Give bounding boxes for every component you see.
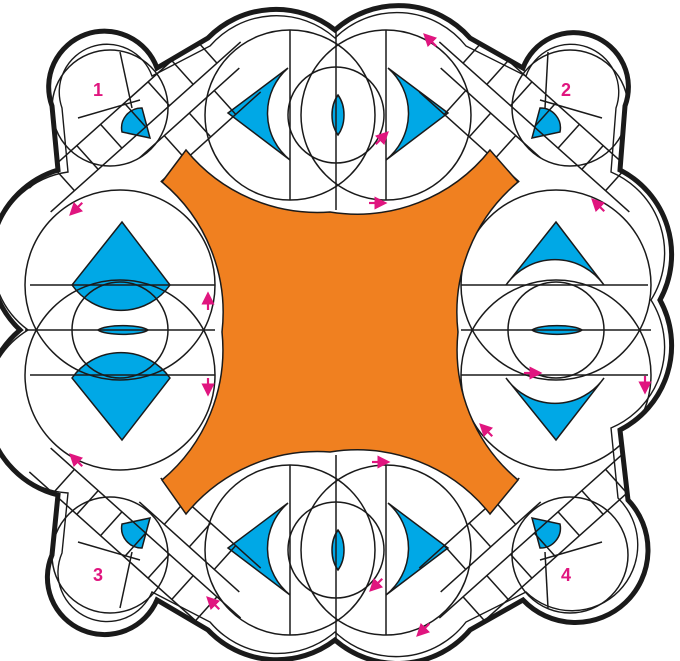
corner-label-3: 3 bbox=[93, 565, 103, 585]
corner-label-4: 4 bbox=[561, 565, 571, 585]
corner-label-1: 1 bbox=[93, 80, 103, 100]
corner-label-2: 2 bbox=[561, 80, 571, 100]
